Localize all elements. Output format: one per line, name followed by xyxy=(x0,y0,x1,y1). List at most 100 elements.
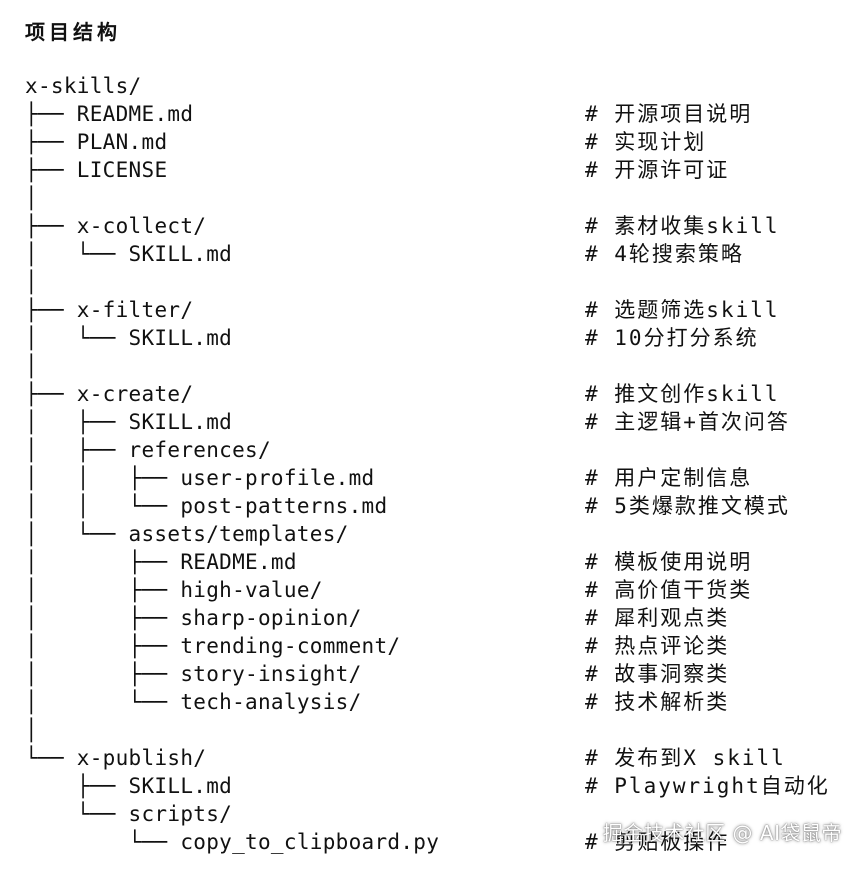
tree-entry-name: trending-comment/ xyxy=(180,634,401,658)
tree-line: │ │ └── post-patterns.md # 5类爆款推文模式 xyxy=(25,492,788,520)
directory-tree: x-skills/├── README.md# 开源项目说明├── PLAN.m… xyxy=(25,72,828,856)
tree-entry-name: high-value/ xyxy=(180,578,323,602)
tree-entry-name: SKILL.md xyxy=(128,326,233,350)
tree-branch: ├── xyxy=(25,158,77,182)
tree-branch: ├── xyxy=(25,130,77,154)
tree-branch: │ xyxy=(25,270,38,294)
tree-entry-name: SKILL.md xyxy=(128,242,233,266)
tree-entry-name: sharp-opinion/ xyxy=(180,606,362,630)
tree-entry-comment: # 4轮搜索策略 xyxy=(585,242,744,266)
tree-line: │ └── SKILL.md # 10分打分系统 xyxy=(25,324,757,352)
tree-line: └── copy_to_clipboard.py # 剪贴板操作 xyxy=(25,828,728,856)
tree-entry-name: x-filter/ xyxy=(76,298,194,322)
tree-entry-name: README.md xyxy=(76,102,194,126)
tree-line: │ │ ├── user-profile.md # 用户定制信息 xyxy=(25,464,750,492)
tree-entry-comment: # 5类爆款推文模式 xyxy=(585,494,790,518)
tree-entry-comment: # 技术解析类 xyxy=(585,690,730,714)
tree-branch: ├── xyxy=(25,102,77,126)
tree-branch: │ ├── xyxy=(25,438,129,462)
tree-entry-comment: # 素材收集skill xyxy=(585,214,780,238)
tree-entry-name: story-insight/ xyxy=(180,662,362,686)
tree-entry-name: README.md xyxy=(180,550,297,574)
tree-entry-comment: # 高价值干货类 xyxy=(585,578,753,602)
tree-line: ├── LICENSE # 开源许可证 xyxy=(25,156,727,184)
tree-entry-comment: # 实现计划 xyxy=(585,130,707,154)
tree-entry-name: scripts/ xyxy=(128,802,233,826)
page-title: 项目结构 xyxy=(25,20,121,44)
tree-branch: └── xyxy=(25,746,77,770)
tree-entry-comment: # 故事洞察类 xyxy=(585,662,730,686)
tree-line: │ └── SKILL.md # 4轮搜索策略 xyxy=(25,240,742,268)
watermark: 掘金技术社区 @ AI袋鼠帝 xyxy=(602,821,842,845)
tree-entry-comment: # 10分打分系统 xyxy=(585,326,759,350)
tree-entry-name: SKILL.md xyxy=(128,410,233,434)
tree-branch: ├── xyxy=(25,774,129,798)
tree-entry-name: post-patterns.md xyxy=(180,494,388,518)
tree-line: │ ├── trending-comment/ # 热点评论类 xyxy=(25,632,727,660)
tree-branch: ├── xyxy=(25,382,77,406)
tree-line: ├── SKILL.md # Playwright自动化 xyxy=(25,772,828,800)
tree-entry-name: x-skills/ xyxy=(25,74,142,98)
tree-line: x-skills/ xyxy=(25,72,439,100)
tree-entry-name: references/ xyxy=(128,438,271,462)
tree-branch: │ ├── xyxy=(25,634,181,658)
tree-line: │ xyxy=(25,184,439,212)
tree-line: │ ├── references/ xyxy=(25,436,439,464)
tree-line: │ ├── SKILL.md# 主逻辑+首次问答 xyxy=(25,408,788,436)
tree-branch: │ xyxy=(25,354,38,378)
tree-entry-name: x-collect/ xyxy=(76,214,207,238)
tree-branch: │ xyxy=(25,718,38,742)
tree-branch: │ ├── xyxy=(25,578,181,602)
tree-branch: └── xyxy=(25,802,129,826)
tree-line: │ └── tech-analysis/ # 技术解析类 xyxy=(25,688,727,716)
tree-entry-name: assets/templates/ xyxy=(128,522,349,546)
tree-line: ├── x-filter/ # 选题筛选skill xyxy=(25,296,778,324)
tree-branch: │ └── xyxy=(25,522,129,546)
tree-line: │ ├── high-value/ # 高价值干货类 xyxy=(25,576,750,604)
tree-entry-name: x-publish/ xyxy=(76,746,207,770)
tree-branch: │ └── xyxy=(25,690,181,714)
tree-entry-comment: # 热点评论类 xyxy=(585,634,730,658)
tree-branch: └── xyxy=(25,830,181,854)
tree-entry-comment: # 开源许可证 xyxy=(585,158,730,182)
tree-entry-comment: # 发布到X skill xyxy=(585,746,786,770)
tree-line: └── x-publish/ # 发布到X skill xyxy=(25,744,784,772)
tree-entry-name: LICENSE xyxy=(76,158,168,182)
tree-entry-comment: # Playwright自动化 xyxy=(585,774,830,798)
tree-entry-comment: # 选题筛选skill xyxy=(585,298,780,322)
tree-entry-comment: # 犀利观点类 xyxy=(585,606,730,630)
tree-entry-name: x-create/ xyxy=(76,382,194,406)
tree-line: ├── PLAN.md # 实现计划 xyxy=(25,128,704,156)
tree-branch: │ └── xyxy=(25,326,129,350)
tree-entry-name: copy_to_clipboard.py xyxy=(180,830,440,854)
tree-line: ├── x-create/ # 推文创作skill xyxy=(25,380,778,408)
tree-line: ├── README.md # 开源项目说明 xyxy=(25,100,750,128)
tree-line: │ xyxy=(25,352,439,380)
tree-entry-comment: # 模板使用说明 xyxy=(585,550,753,574)
tree-line: │ └── assets/templates/ xyxy=(25,520,439,548)
tree-branch: │ ├── xyxy=(25,662,181,686)
tree-entry-name: tech-analysis/ xyxy=(180,690,362,714)
tree-branch: │ └── xyxy=(25,242,129,266)
tree-branch: ├── xyxy=(25,214,77,238)
tree-line: │ ├── sharp-opinion/# 犀利观点类 xyxy=(25,604,727,632)
tree-entry-comment: # 主逻辑+首次问答 xyxy=(585,410,790,434)
tree-line: │ ├── README.md # 模板使用说明 xyxy=(25,548,750,576)
tree-line: │ xyxy=(25,268,439,296)
tree-entry-comment: # 用户定制信息 xyxy=(585,466,753,490)
tree-entry-comment: # 开源项目说明 xyxy=(585,102,753,126)
tree-entry-name: SKILL.md xyxy=(128,774,233,798)
tree-branch: ├── xyxy=(25,298,77,322)
tree-branch: │ ├── xyxy=(25,550,181,574)
tree-branch: │ │ └── xyxy=(25,494,181,518)
tree-line: └── scripts/ xyxy=(25,800,439,828)
tree-line: │ ├── story-insight/ # 故事洞察类 xyxy=(25,660,727,688)
tree-entry-name: PLAN.md xyxy=(76,130,168,154)
tree-branch: │ │ ├── xyxy=(25,466,181,490)
tree-entry-name: user-profile.md xyxy=(180,466,375,490)
tree-entry-comment: # 推文创作skill xyxy=(585,382,780,406)
tree-line: ├── x-collect/ # 素材收集skill xyxy=(25,212,778,240)
tree-branch: │ xyxy=(25,186,38,210)
tree-entry-comment: # 剪贴板操作 xyxy=(585,830,730,854)
tree-line: │ xyxy=(25,716,439,744)
